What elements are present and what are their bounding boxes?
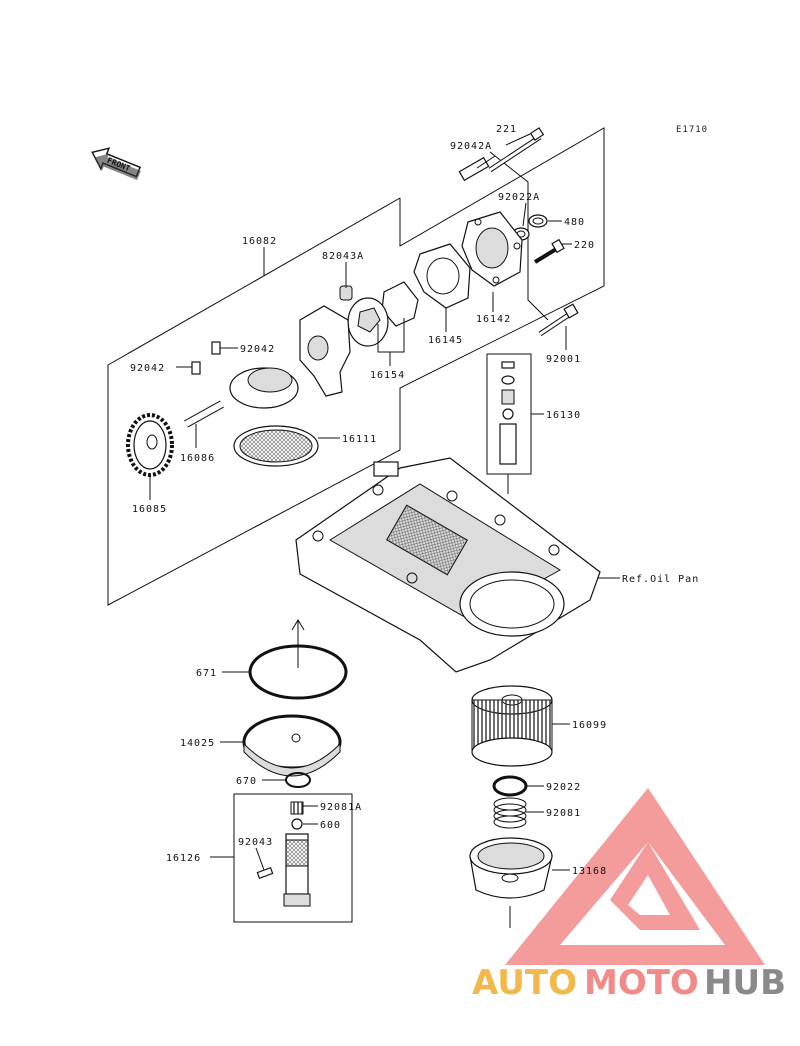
label-82043a: 82043A xyxy=(322,251,364,262)
watermark-auto: AUTO xyxy=(472,963,577,1003)
label-92042a: 92042A xyxy=(450,141,492,152)
pin-92042-top xyxy=(211,341,221,355)
label-14025: 14025 xyxy=(180,738,215,749)
oil-filter-16099 xyxy=(471,685,553,767)
oil-pan xyxy=(295,457,601,673)
label-92001: 92001 xyxy=(546,354,581,365)
circlip-480 xyxy=(528,214,548,228)
cover-subgroup-outline xyxy=(489,151,549,321)
shaft-16086 xyxy=(184,400,224,428)
pin-92042-left xyxy=(191,361,201,375)
front-arrow-icon: FRONT xyxy=(91,147,142,181)
diagram-code: E1710 xyxy=(676,125,708,135)
dowel-pin-92042a xyxy=(458,156,490,182)
label-92081: 92081 xyxy=(546,808,581,819)
label-16099: 16099 xyxy=(572,720,607,731)
watermark-text: AUTO MOTO HUB xyxy=(472,963,786,1003)
bolt-221 xyxy=(488,127,545,173)
watermark-moto: MOTO xyxy=(584,963,699,1003)
gasket-16145 xyxy=(413,243,471,309)
label-16111: 16111 xyxy=(342,434,377,445)
label-220: 220 xyxy=(574,240,595,251)
pump-cover-16142 xyxy=(461,211,523,287)
label-92081a: 92081A xyxy=(320,802,362,813)
pump-body-16082 xyxy=(229,305,351,409)
watermark-logo xyxy=(505,788,765,965)
relief-valve-16130 xyxy=(499,361,517,494)
label-16145: 16145 xyxy=(428,335,463,346)
cap-14025 xyxy=(242,714,342,777)
pin-82043a xyxy=(339,285,353,301)
spring-92081 xyxy=(493,797,527,829)
label-13168: 13168 xyxy=(572,866,607,877)
rotor-16154 xyxy=(347,281,419,347)
label-ref-oil-pan: Ref.Oil Pan xyxy=(622,574,699,585)
label-92022a: 92022A xyxy=(498,192,540,203)
strainer-16111 xyxy=(233,425,319,467)
label-670: 670 xyxy=(236,776,257,787)
bolt-92001 xyxy=(538,303,579,337)
label-16130: 16130 xyxy=(546,410,581,421)
label-92022: 92022 xyxy=(546,782,581,793)
label-16142: 16142 xyxy=(476,314,511,325)
washer-92022 xyxy=(492,775,528,797)
label-92042-top: 92042 xyxy=(240,344,275,355)
label-600: 600 xyxy=(320,820,341,831)
label-671: 671 xyxy=(196,668,217,679)
label-92042-left: 92042 xyxy=(130,363,165,374)
label-221: 221 xyxy=(496,124,517,135)
label-92043: 92043 xyxy=(238,837,273,848)
label-16154: 16154 xyxy=(370,370,405,381)
bolt-220 xyxy=(533,238,565,264)
pump-assembly-outline xyxy=(107,127,605,606)
filter-cover-13168 xyxy=(469,837,553,928)
label-16126: 16126 xyxy=(166,853,201,864)
gear-16085 xyxy=(126,413,174,477)
label-16082: 16082 xyxy=(242,236,277,247)
watermark-hub: HUB xyxy=(704,963,786,1003)
label-16086: 16086 xyxy=(180,453,215,464)
bypass-valve-bracket xyxy=(233,793,353,923)
bypass-valve-16126 xyxy=(256,801,311,907)
leader-lines xyxy=(149,133,620,871)
label-480: 480 xyxy=(564,217,585,228)
label-16085: 16085 xyxy=(132,504,167,515)
